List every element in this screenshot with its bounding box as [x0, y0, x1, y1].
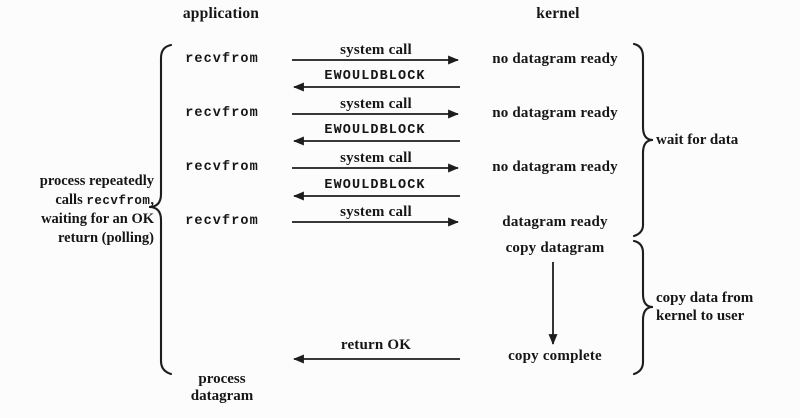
kernel-state-label-2: no datagram ready	[492, 105, 618, 121]
polling-annotation: process repeatedly calls recvfrom, waiti…	[14, 172, 154, 247]
recvfrom-label-1: recvfrom	[185, 52, 259, 67]
copy-data-brace-label-line1: copy data from	[656, 290, 754, 306]
kernel-state-label-4: datagram ready	[502, 214, 608, 230]
recvfrom-label-3: recvfrom	[185, 160, 259, 175]
system-call-label-4: system call	[340, 204, 412, 220]
ewouldblock-label-3: EWOULDBLOCK	[324, 178, 426, 193]
polling-annotation-line3: waiting for an OK	[41, 211, 154, 227]
polling-annotation-line2: calls recvfrom,	[55, 191, 154, 208]
system-call-label-2: system call	[340, 96, 412, 112]
copy-complete-label: copy complete	[508, 348, 602, 364]
kernel-state-label-1: no datagram ready	[492, 51, 618, 67]
recvfrom-label-4: recvfrom	[185, 214, 259, 229]
polling-annotation-line4: return (polling)	[58, 229, 154, 246]
ewouldblock-label-2: EWOULDBLOCK	[324, 123, 426, 138]
polling-annotation-line1: process repeatedly	[39, 173, 154, 189]
process-datagram-label: process datagram	[172, 371, 272, 405]
process-datagram-line1: process	[198, 371, 246, 387]
copy-data-brace-label-line2: kernel to user	[656, 308, 745, 324]
column-header-kernel: kernel	[536, 5, 580, 22]
wait-for-data-brace	[632, 42, 654, 238]
recvfrom-label-2: recvfrom	[185, 106, 259, 121]
copy-data-brace	[632, 239, 654, 376]
wait-for-data-brace-label: wait for data	[656, 132, 739, 148]
ewouldblock-label-1: EWOULDBLOCK	[324, 69, 426, 84]
left-polling-brace	[148, 43, 173, 376]
column-header-application: application	[182, 5, 260, 22]
recvfrom-inline-code: recvfrom	[86, 193, 151, 208]
system-call-label-3: system call	[340, 150, 412, 166]
kernel-state-label-3: no datagram ready	[492, 159, 618, 175]
copy-datagram-label: copy datagram	[505, 240, 605, 256]
process-datagram-line2: datagram	[190, 388, 254, 404]
return-ok-label: return OK	[340, 337, 412, 353]
system-call-label-1: system call	[340, 42, 412, 58]
copy-data-brace-label: copy data from kernel to user	[656, 289, 753, 325]
